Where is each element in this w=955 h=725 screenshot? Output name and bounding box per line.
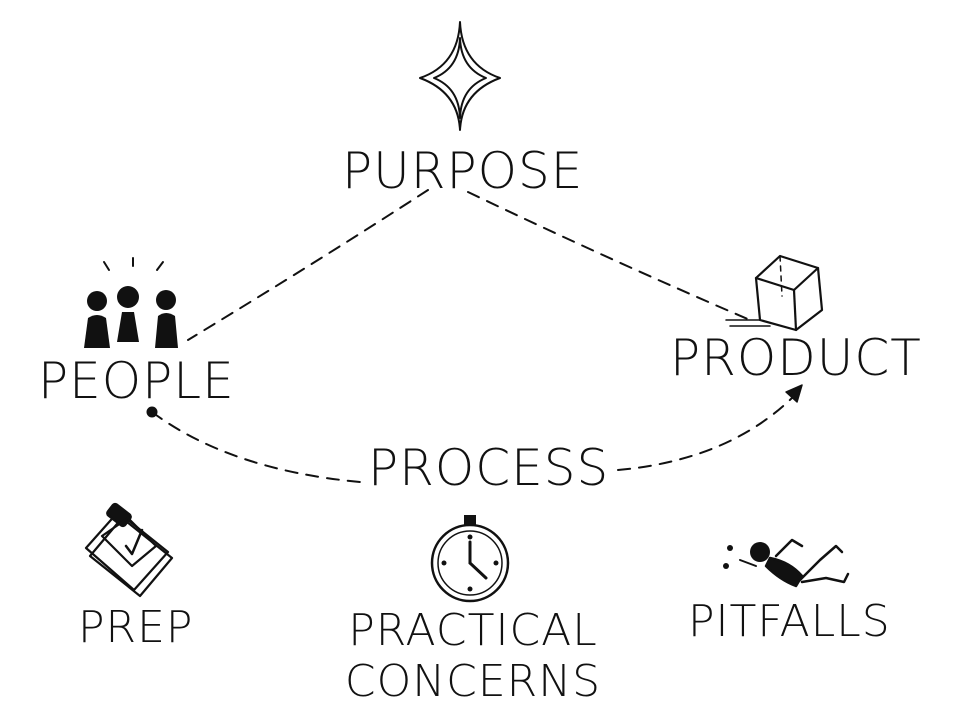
process-arrowhead: [785, 384, 803, 403]
prep-label: PREP: [78, 602, 194, 653]
people-label: PEOPLE: [38, 352, 235, 410]
connector-purpose-people: [187, 189, 429, 341]
practical-concerns-label: PRACTICAL CONCERNS: [342, 605, 604, 707]
practical-line1: PRACTICAL: [348, 605, 598, 656]
product-label: PRODUCT: [670, 329, 922, 387]
connector-purpose-product: [467, 191, 751, 321]
pitfalls-label: PITFALLS: [688, 596, 891, 647]
process-arrow-continued: [617, 394, 796, 471]
falling-person-icon: [723, 538, 850, 588]
process-start-dot: [146, 406, 158, 418]
stopwatch-icon: [430, 515, 510, 603]
process-label: PROCESS: [364, 443, 614, 493]
people-icon: [84, 257, 178, 348]
cube-icon: [725, 254, 824, 332]
star-icon: [419, 21, 501, 131]
practical-line2: CONCERNS: [344, 655, 602, 707]
purpose-label: PURPOSE: [342, 142, 584, 200]
clipboard-icon: [84, 502, 174, 598]
process-arrow: [151, 411, 361, 483]
